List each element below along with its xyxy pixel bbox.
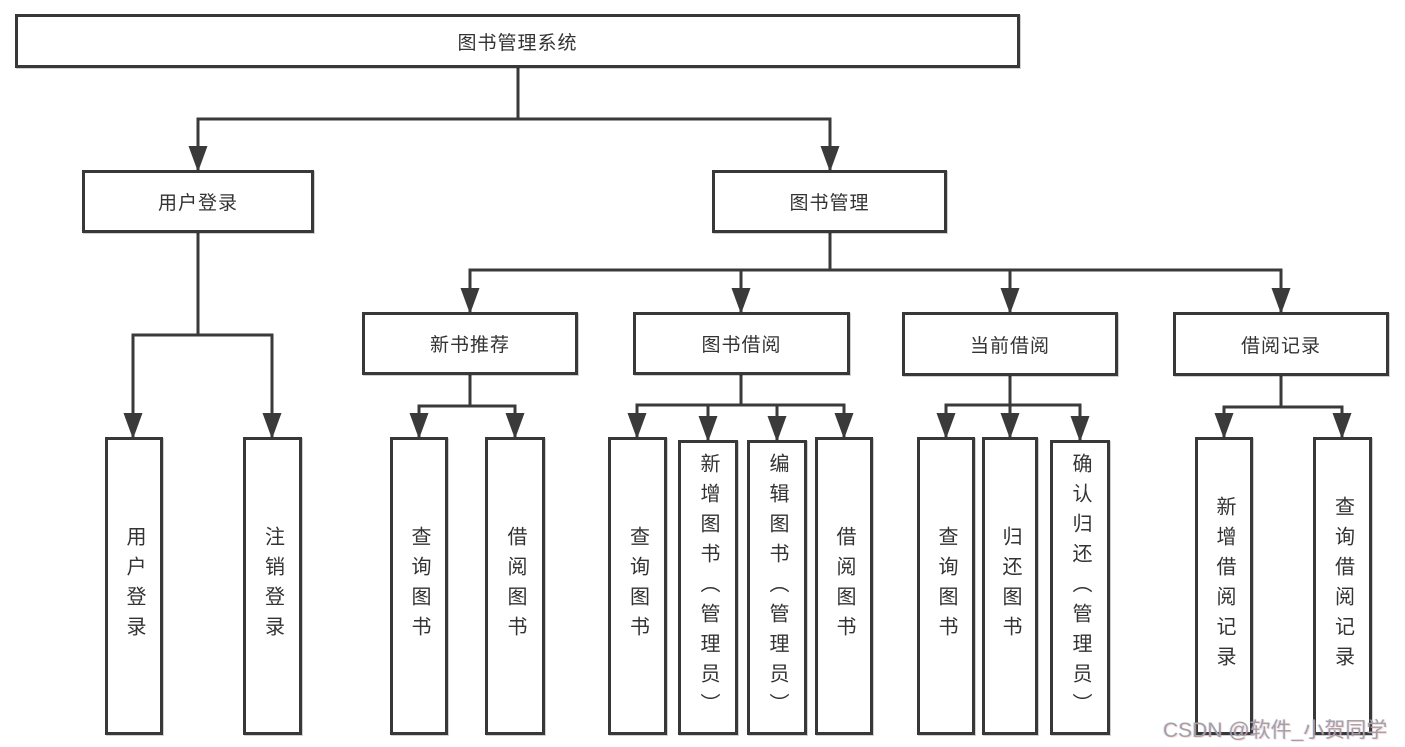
node-borrow-records-label: 借阅记录 [1240,335,1321,357]
leaf-recommend-query-books-label: 查询图书 [408,526,430,646]
connector-book-mgmt-to-level3 [460,231,1291,314]
node-current-borrow: 当前借阅 [902,312,1118,376]
leaf-confirm-return-admin-label: 确认归还（管理员） [1069,452,1091,723]
leaf-recommend-borrow-books-label: 借阅图书 [504,526,526,646]
node-user-login-branch-label: 用户登录 [157,193,238,214]
csdn-watermark: CSDN @软件_小贺同学 [1163,719,1388,742]
leaf-user-login: 用户登录 [105,437,163,735]
node-book-borrow: 图书借阅 [633,312,850,375]
leaf-user-login-label: 用户登录 [123,526,145,646]
connector-recommend-branch [409,373,525,439]
connector-current-branch [936,373,1090,442]
leaf-current-query-books-label: 查询图书 [935,526,957,646]
node-new-book-recommend-label: 新书推荐 [429,335,510,356]
node-book-mgmt-branch-label: 图书管理 [789,193,870,214]
leaf-recommend-borrow-books: 借阅图书 [485,437,545,735]
leaf-borrow-books-label: 借阅图书 [833,526,855,646]
leaf-add-books-admin-label: 新增图书（管理员） [697,452,719,723]
node-new-book-recommend: 新书推荐 [362,312,578,375]
leaf-query-borrow-record: 查询借阅记录 [1313,437,1372,735]
leaf-current-query-books: 查询图书 [917,437,975,735]
leaf-borrow-books: 借阅图书 [815,437,873,735]
node-root-label: 图书管理系统 [457,32,578,54]
node-user-login-branch: 用户登录 [82,170,314,233]
leaf-return-books-label: 归还图书 [999,526,1021,646]
connector-records-branch [1214,373,1352,439]
connector-root-to-level2 [188,66,840,172]
node-borrow-records: 借阅记录 [1173,312,1389,376]
node-root: 图书管理系统 [15,14,1020,68]
leaf-return-books: 归还图书 [982,437,1038,735]
leaf-confirm-return-admin: 确认归还（管理员） [1050,440,1110,735]
leaf-add-borrow-record-label: 新增借阅记录 [1213,496,1235,676]
leaf-query-borrow-record-label: 查询借阅记录 [1331,496,1354,676]
leaf-borrow-query-books-label: 查询图书 [626,526,649,646]
leaf-logout: 注销登录 [243,437,302,735]
connector-user-login-branch [123,231,282,439]
leaf-borrow-query-books: 查询图书 [608,437,667,735]
node-book-mgmt-branch: 图书管理 [712,170,947,233]
connector-borrow-branch [627,373,854,442]
leaf-recommend-query-books: 查询图书 [390,437,448,735]
leaf-add-borrow-record: 新增借阅记录 [1195,437,1253,735]
leaf-edit-books-admin: 编辑图书（管理员） [747,440,807,735]
leaf-edit-books-admin-label: 编辑图书（管理员） [766,452,788,723]
leaf-add-books-admin: 新增图书（管理员） [678,440,738,735]
leaf-logout-label: 注销登录 [261,526,284,646]
node-book-borrow-label: 图书借阅 [701,335,782,356]
node-current-borrow-label: 当前借阅 [969,335,1050,357]
